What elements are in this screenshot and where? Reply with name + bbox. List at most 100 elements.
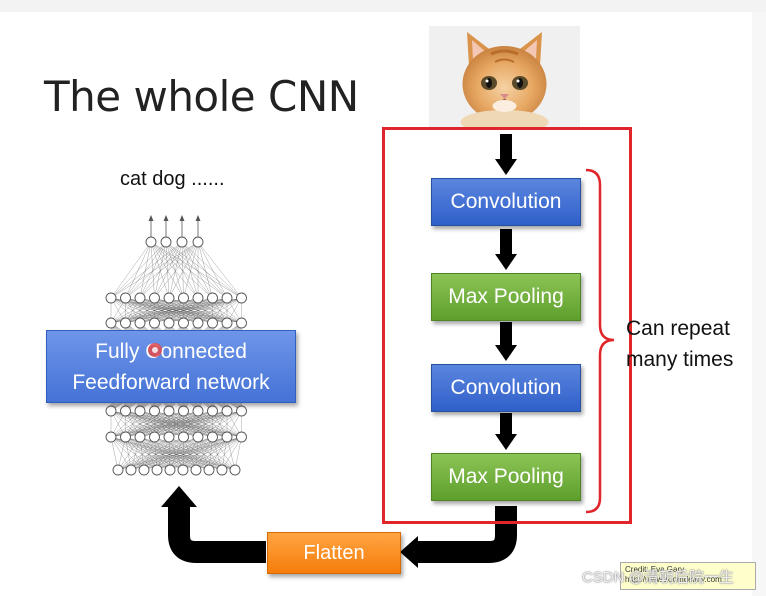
nn-connection [139, 241, 199, 299]
nn-connection [165, 241, 184, 299]
nn-connection [169, 436, 213, 471]
nn-neuron [105, 292, 117, 304]
nn-connection [110, 436, 119, 471]
nn-connection [139, 436, 223, 471]
nn-neuron [163, 292, 175, 304]
nn-neuron [120, 431, 131, 443]
nn-connection [117, 436, 242, 471]
nn-connection [125, 241, 167, 299]
nn-connection [195, 436, 213, 471]
nn-connection [197, 297, 242, 324]
nn-connection [154, 436, 158, 471]
nn-connection [169, 436, 184, 471]
nn-connection [130, 436, 199, 471]
nn-connection [143, 436, 199, 471]
fc-label-line-2: Feedforward network [72, 370, 270, 394]
bottom-to-flatten-arrow-body [412, 506, 517, 563]
nn-neuron [112, 464, 124, 476]
nn-connection [195, 436, 199, 471]
nn-connection [212, 410, 242, 438]
nn-connection [181, 241, 199, 299]
nn-connection [139, 436, 184, 471]
nn-neuron [221, 431, 233, 443]
nn-output-arrowhead [148, 215, 154, 221]
flow-arrows [161, 134, 517, 568]
nn-connection [197, 436, 223, 471]
nn-connection [168, 241, 183, 299]
nn-neuron [163, 431, 175, 443]
nn-connection [165, 241, 228, 299]
nn-connection [110, 436, 132, 471]
nn-connection [183, 436, 223, 471]
max-pooling-box-2: Max Pooling [431, 453, 581, 501]
nn-connection [125, 436, 145, 471]
nn-connection [110, 410, 141, 438]
nn-connection [125, 410, 242, 438]
nn-connection [150, 241, 199, 299]
top-band [0, 0, 766, 12]
nn-connection [165, 241, 242, 299]
nn-neuron [192, 292, 204, 304]
nn-neuron [164, 464, 176, 476]
nn-neuron [134, 405, 146, 417]
nn-connection [169, 436, 228, 471]
nn-neuron [207, 292, 218, 304]
credit-line-2: http://www.zoomdeinty.com [625, 575, 722, 584]
nn-connection [208, 436, 228, 471]
nn-output-arrowhead [179, 215, 185, 221]
nn-connection [168, 436, 223, 471]
nn-neuron [151, 464, 163, 476]
nn-connection [139, 241, 167, 299]
nn-neuron [105, 405, 117, 417]
nn-connection [156, 436, 242, 471]
repeat-block-frame [382, 127, 632, 524]
nn-connection [130, 436, 242, 471]
nn-neuron [203, 464, 215, 476]
nn-connection [110, 410, 228, 438]
max-pooling-box-1: Max Pooling [431, 273, 581, 321]
nn-connection [226, 436, 236, 471]
nn-neuron [149, 431, 160, 443]
down-arrow [495, 134, 517, 175]
nn-neuron [149, 317, 160, 329]
nn-connection [183, 297, 242, 324]
nn-neuron [229, 464, 241, 476]
nn-connection [181, 241, 242, 299]
nn-connection [168, 436, 210, 471]
nn-connection [208, 436, 213, 471]
nn-neuron [221, 292, 233, 304]
down-arrow [495, 413, 517, 450]
nn-connection [110, 297, 141, 324]
down-arrow [495, 322, 517, 361]
nn-connection [197, 241, 213, 299]
nn-connection [110, 297, 170, 324]
nn-connection [139, 436, 145, 471]
nn-neuron [207, 431, 218, 443]
nn-neuron [190, 464, 202, 476]
repeat-note-line-1: Can repeat [626, 317, 730, 340]
fully-connected-box: Fully Connected Feedforward network [46, 330, 296, 403]
flatten-to-fc-arrowhead [161, 486, 197, 507]
credit-watermark: Credit: Eva Gary http://www.zoomdeinty.c… [620, 562, 756, 590]
nn-connection [221, 436, 228, 471]
down-arrow [495, 229, 517, 270]
nn-connection [130, 436, 141, 471]
nn-connection [212, 297, 242, 324]
nn-neuron [120, 292, 131, 304]
nn-connection [143, 436, 213, 471]
convolution-box-2: Convolution [431, 364, 581, 412]
nn-connection [130, 436, 184, 471]
nn-connection [154, 241, 199, 299]
nn-connection [130, 436, 155, 471]
nn-neuron [221, 317, 233, 329]
nn-connection [117, 436, 184, 471]
nn-neuron [236, 292, 247, 304]
nn-connection [156, 436, 213, 471]
nn-connection [110, 410, 155, 438]
nn-neuron [178, 292, 189, 304]
nn-connection [117, 436, 141, 471]
slide-title: The whole CNN [44, 72, 359, 121]
nn-connection [117, 436, 170, 471]
nn-neuron [178, 317, 189, 329]
